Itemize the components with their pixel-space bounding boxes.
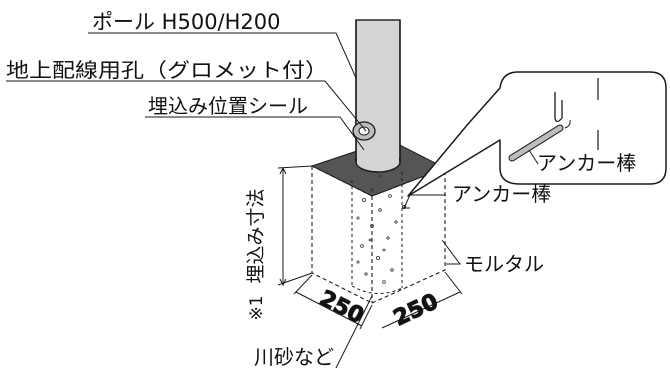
grommet-icon (352, 121, 376, 141)
anchor-rod-marker (402, 205, 410, 209)
pole-label: ポール H500/H200 (92, 10, 281, 34)
dim-left-group: 250 (315, 286, 368, 330)
sand-core (351, 172, 403, 294)
mortar-label: モルタル (464, 252, 544, 276)
dim-right-group: 250 (389, 289, 442, 332)
detail-callout (407, 71, 667, 197)
width-dimension-right (381, 271, 463, 329)
anchor-rod-icon (508, 124, 564, 162)
cable-hole-label: 地上配線用孔（グロメット付） (6, 58, 328, 82)
dim-left-value: 250 (315, 286, 367, 329)
seal-label: 埋込み位置シール (148, 94, 308, 118)
pole (355, 19, 401, 173)
note-mark: ※1 (247, 295, 267, 320)
anchor-rod-detail-label: アンカー棒 (537, 151, 636, 175)
dim-right-value: 250 (390, 289, 442, 331)
anchor-rod-label: アンカー棒 (452, 182, 551, 206)
depth-label: 埋込み寸法 (245, 188, 267, 283)
leader-lines (6, 32, 461, 369)
depth-label-group: 埋込み寸法 (245, 188, 267, 283)
depth-dimension (277, 165, 313, 287)
sand-label: 川砂など (254, 345, 334, 369)
width-dimension-left (293, 274, 373, 330)
note-mark-group: ※1 (247, 295, 267, 320)
